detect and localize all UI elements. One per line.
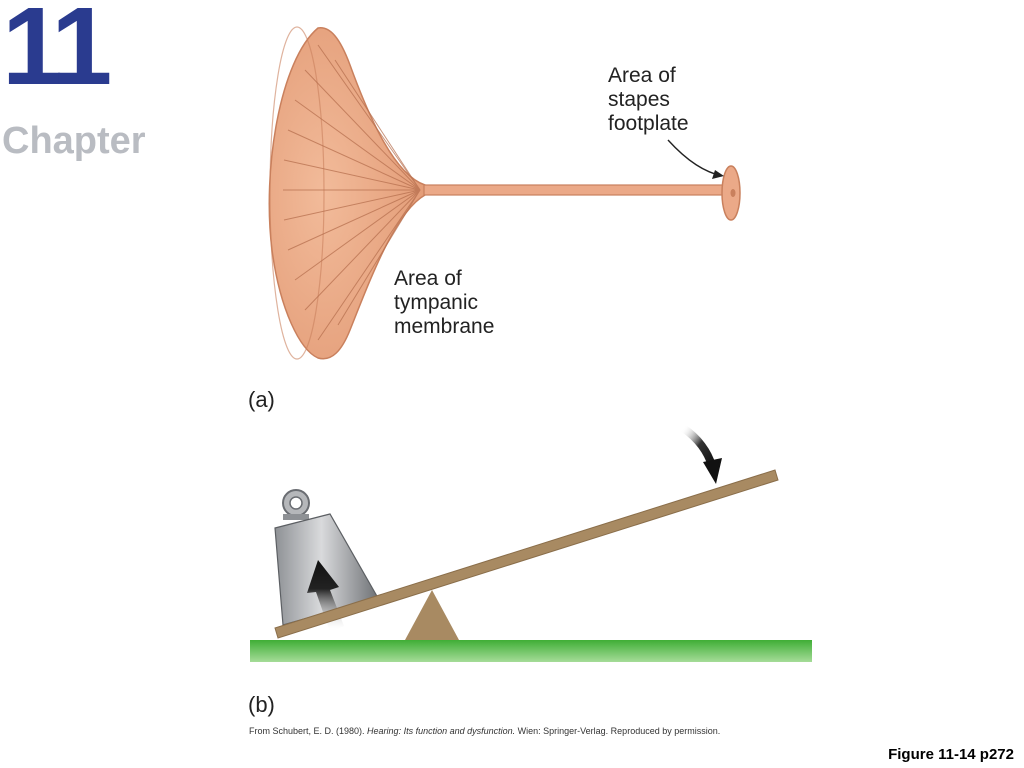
chapter-word: Chapter: [2, 120, 146, 162]
stapes-label-line-2: stapes: [608, 88, 670, 111]
tympanic-label-line-3: membrane: [394, 315, 495, 338]
fulcrum: [405, 590, 459, 640]
credit-prefix: From Schubert, E. D. (1980).: [249, 726, 368, 736]
lever-bar: [274, 469, 779, 639]
source-credit: From Schubert, E. D. (1980). Hearing: It…: [249, 726, 720, 736]
chapter-number: 11: [2, 0, 112, 108]
stapes-footplate-label: Area of stapes footplate: [608, 64, 689, 136]
tympanic-membrane: [268, 26, 426, 360]
figure-reference: Figure 11-14 p272: [888, 746, 1014, 763]
panel-a-label: (a): [248, 387, 275, 412]
panel-b-label: (b): [248, 692, 275, 717]
ossicle-shaft: [423, 184, 728, 196]
membrane-fibers: [283, 44, 421, 341]
tympanic-label-line-1: Area of: [394, 267, 462, 290]
footplate-center: [730, 189, 736, 197]
credit-suffix: Wien: Springer-Verlag. Reproduced by per…: [515, 726, 721, 736]
downward-force-arrow: [680, 424, 716, 468]
footplate-pointer-head: [712, 170, 724, 179]
ground: [250, 640, 812, 662]
stapes-label-line-3: footplate: [608, 112, 689, 135]
credit-title: Hearing: Its function and dysfunction.: [367, 726, 516, 736]
downward-force-arrowhead: [703, 458, 722, 484]
tympanic-membrane-label: Area of tympanic membrane: [394, 267, 494, 339]
tympanic-label-line-2: tympanic: [394, 291, 479, 314]
stapes-label-line-1: Area of: [608, 64, 676, 87]
footplate-pointer-arrow: [667, 139, 723, 177]
